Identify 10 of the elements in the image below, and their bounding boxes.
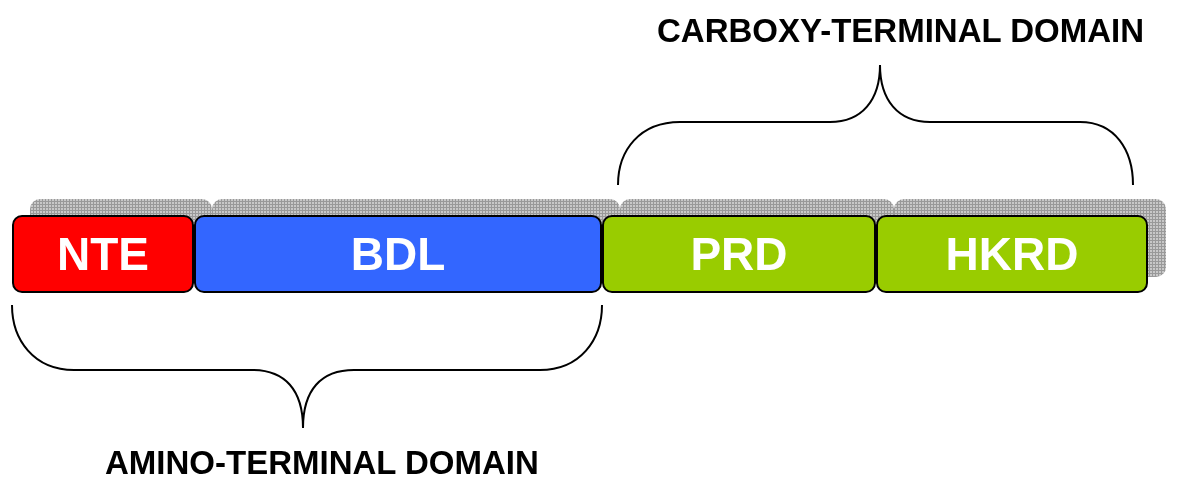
domain-label: BDL xyxy=(350,227,446,281)
domain-box xyxy=(12,215,194,293)
domain-label: HKRD xyxy=(945,227,1079,281)
domain-box xyxy=(876,215,1148,293)
domain-label: NTE xyxy=(57,227,149,281)
domain-group-label: AMINO-TERMINAL DOMAIN xyxy=(105,444,539,477)
domain-box xyxy=(194,215,602,293)
domain-group-label: CARBOXY-TERMINAL DOMAIN xyxy=(657,12,1145,50)
domain-label: PRD xyxy=(690,227,788,281)
domain-box xyxy=(602,215,876,293)
